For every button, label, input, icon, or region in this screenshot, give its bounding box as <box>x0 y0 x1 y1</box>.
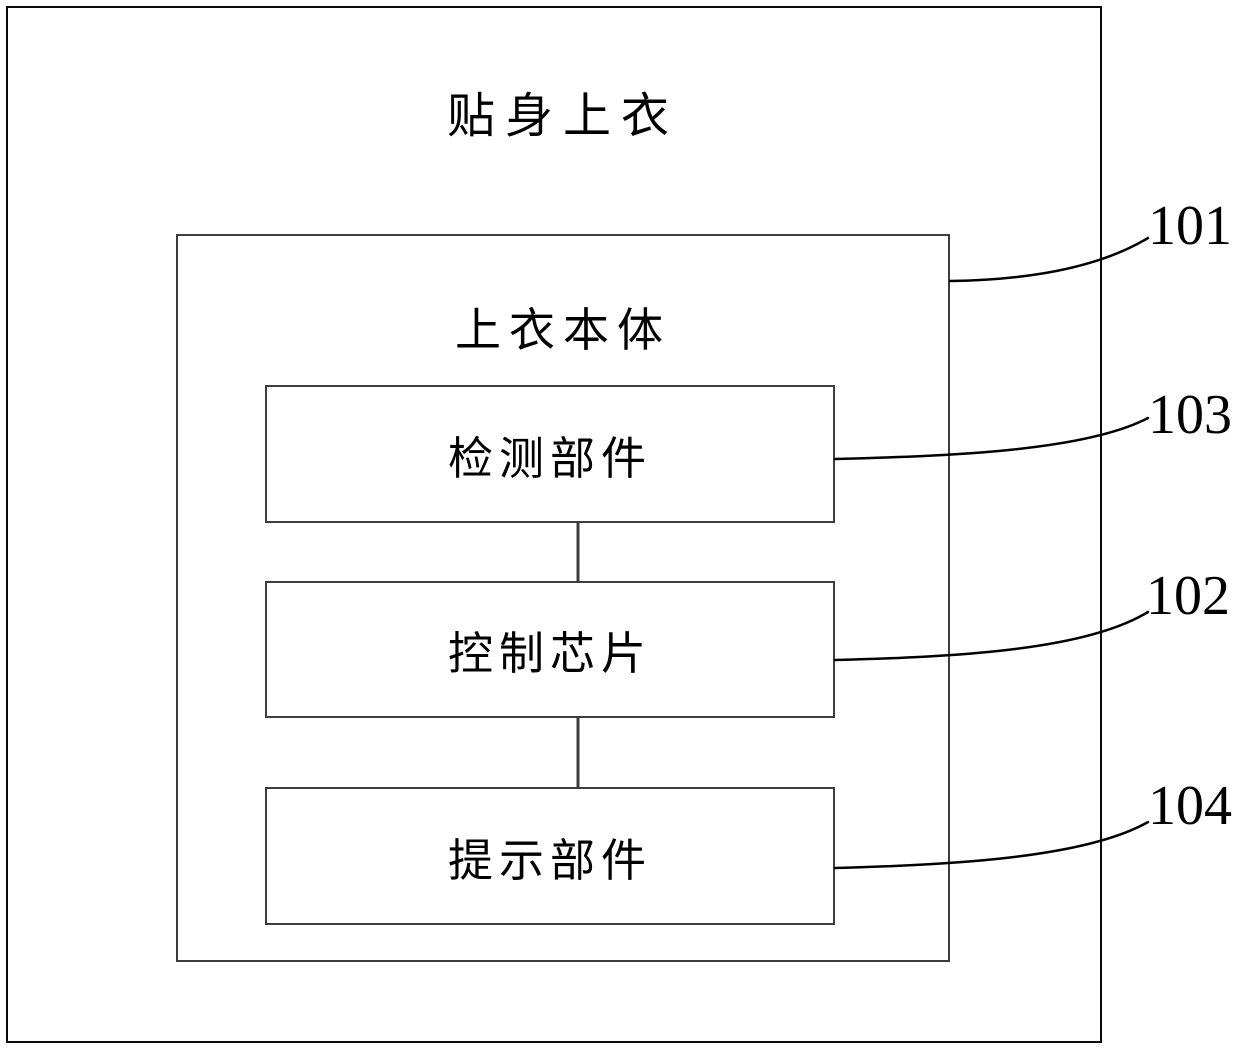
figure-title: 贴身上衣 <box>446 90 679 143</box>
detection-component-box: 检测部件 <box>265 385 835 523</box>
ref-101-label: 101 <box>1148 195 1232 257</box>
garment-body-label: 上衣本体 <box>455 305 671 356</box>
control-chip-box: 控制芯片 <box>265 581 835 718</box>
alert-component-label: 提示部件 <box>447 835 652 886</box>
ref-104-label: 104 <box>1148 775 1232 837</box>
ref-102-label: 102 <box>1146 565 1230 627</box>
alert-component-box: 提示部件 <box>265 787 835 925</box>
detection-component-label: 检测部件 <box>447 433 652 484</box>
ref-103-label: 103 <box>1148 384 1232 446</box>
control-chip-label: 控制芯片 <box>447 629 652 679</box>
